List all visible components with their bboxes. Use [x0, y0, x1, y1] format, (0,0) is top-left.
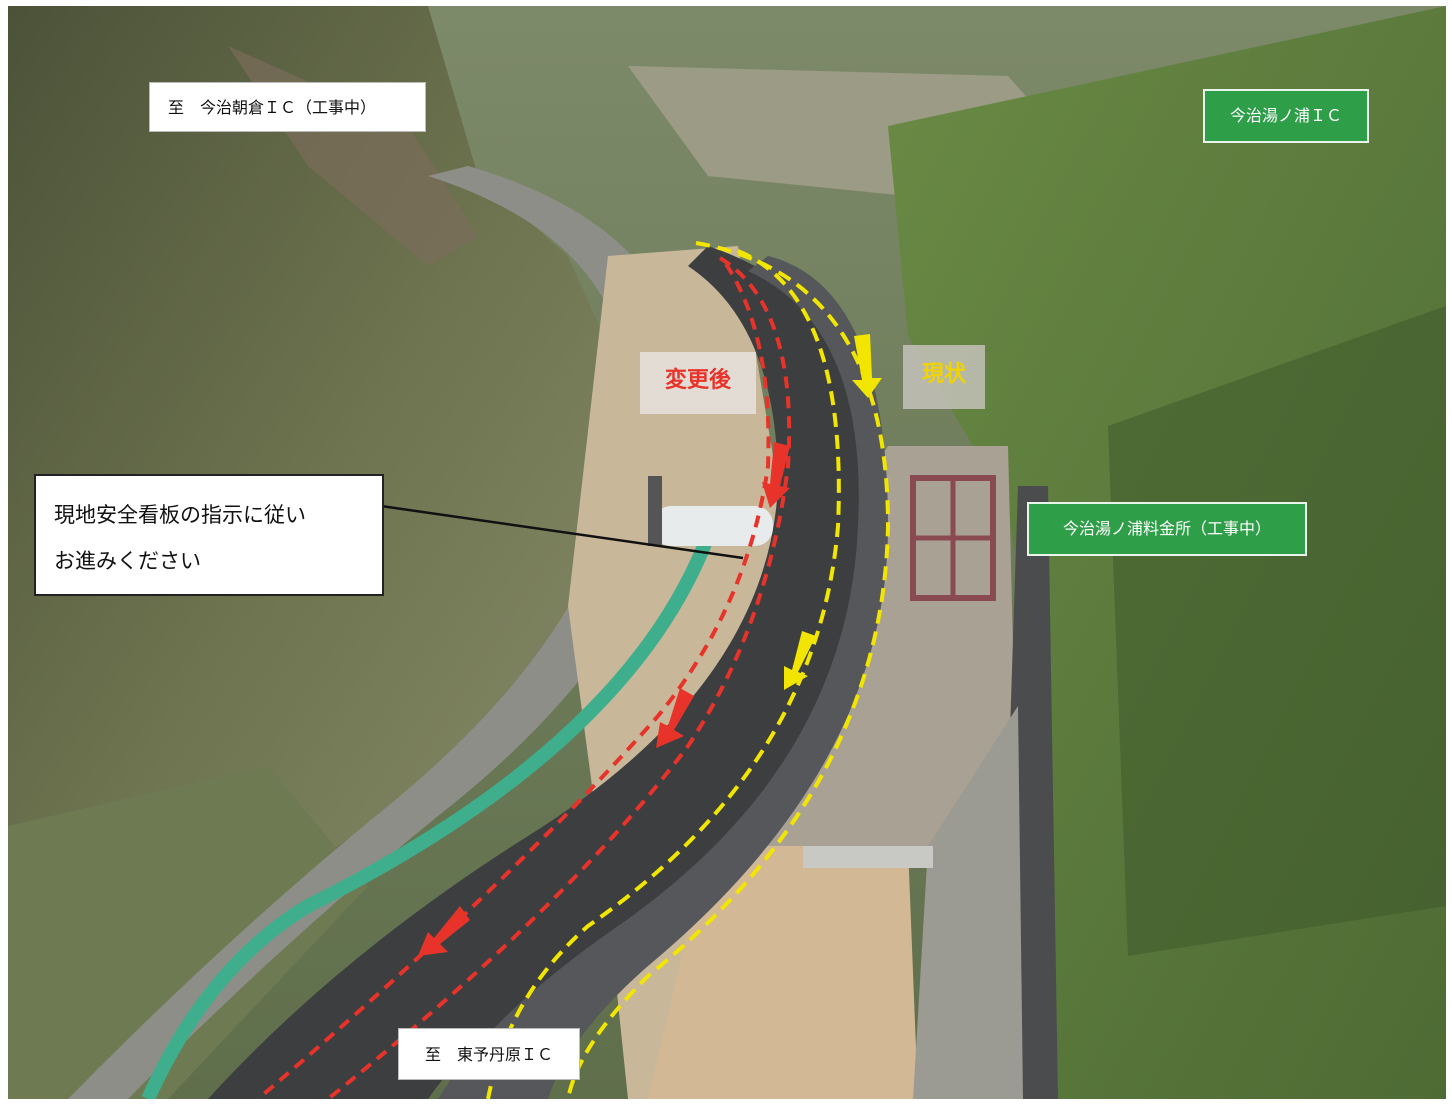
aerial-photo	[8, 6, 1446, 1099]
main-carriageway	[208, 246, 879, 1099]
label-imabari-yunoura-ic: 今治湯ノ浦ＩＣ	[1203, 89, 1369, 143]
steel-frame-structure	[910, 475, 996, 601]
current-direction-arrow-1	[852, 334, 882, 398]
right-forest-dark	[1108, 306, 1446, 956]
label-imabari-yunoura-tollgate: 今治湯ノ浦料金所（工事中）	[1027, 502, 1307, 556]
label-current: 現状	[903, 345, 985, 409]
notice-callout: 現地安全看板の指示に従い お進みください	[34, 474, 384, 596]
bridge-structure	[803, 846, 933, 868]
after-change-outline-right	[326, 256, 792, 1099]
green-fence	[141, 533, 715, 1099]
current-direction-arrow-2	[784, 631, 816, 690]
retaining-wall	[913, 706, 1023, 1099]
tollgate-canopy	[648, 476, 773, 546]
after-change-arrow-1	[762, 442, 790, 508]
embankment-sand	[648, 846, 918, 1099]
label-to-imabari-asakura-ic: 至 今治朝倉ＩＣ（工事中）	[149, 82, 426, 132]
after-change-arrow-2	[656, 688, 694, 748]
notice-leader-line	[380, 504, 744, 560]
current-route-outline-right	[566, 241, 891, 1099]
lower-left-slope	[8, 766, 368, 1099]
label-after-change: 変更後	[640, 352, 756, 414]
notice-line-2: お進みください	[54, 549, 201, 573]
right-carriageway	[438, 256, 888, 1099]
label-to-toyo-tanbara-ic: 至 東予丹原ＩＣ	[398, 1028, 580, 1080]
notice-line-1: 現地安全看板の指示に従い	[54, 503, 306, 527]
after-change-arrow-3	[418, 906, 470, 956]
